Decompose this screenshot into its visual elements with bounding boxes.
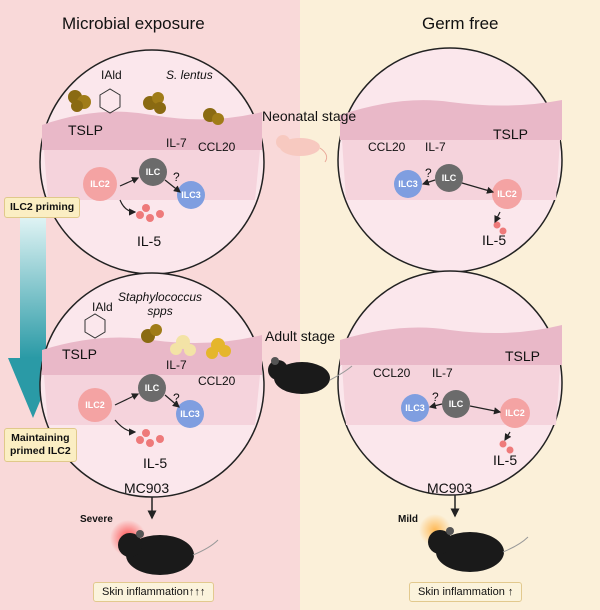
il7-label-top-left: IL-7 [166,136,187,150]
iald-label-bottom: IAld [92,300,113,314]
il5-label-top-right: IL-5 [482,232,507,248]
ilc3-cell-top-right: ILC3 [398,179,418,189]
ilc-cell-top-left: ILC [145,167,161,177]
ccl20-label-top-left: CCL20 [198,140,236,154]
il5-label-bottom-left: IL-5 [143,455,168,471]
severe-mouse [110,520,219,575]
signal-arrows [114,177,512,442]
tslp-label-bottom-right: TSLP [505,348,541,364]
ilc-cell-bottom-left: ILC [144,383,160,393]
ilc2-cell-top-left: ILC2 [90,179,110,189]
mc903-arrows [147,495,460,520]
ccl20-label-bottom-right: CCL20 [373,366,411,380]
il7-label-bottom-right: IL-7 [432,366,453,380]
circle-top-right [337,47,563,273]
skin-inflammation-severe: Skin inflammation↑↑↑ [93,582,215,602]
severe-label: Severe [80,514,113,525]
question-bottom-left: ? [173,391,180,405]
il7-label-bottom-left: IL-7 [166,358,187,372]
ilc2-priming-tag: ILC2 priming [4,197,81,218]
tslp-label-top-left: TSLP [68,122,104,138]
question-top-left: ? [173,170,180,184]
neonatal-stage-label: Neonatal stage [262,108,357,124]
tslp-label-top-right: TSLP [493,126,529,142]
il5-label-bottom-right: IL-5 [493,452,518,468]
maintaining-primed-ilc2-tag: Maintaining primed ILC2 [4,428,77,462]
ilc2-cell-top-right: ILC2 [497,189,517,199]
ccl20-label-top-right: CCL20 [368,140,406,154]
skin-inflammation-mild: Skin inflammation ↑ [409,582,523,602]
ilc3-cell-bottom-right: ILC3 [405,403,425,413]
mild-label: Mild [398,514,418,525]
tslp-label-bottom-left: TSLP [62,346,98,362]
mc903-label-left: MC903 [124,480,170,496]
cells-top-right [394,164,522,235]
question-bottom-right: ? [432,390,439,404]
mc903-label-right: MC903 [427,480,473,496]
ilc-cell-top-right: ILC [441,173,457,183]
microbial-exposure-heading: Microbial exposure [62,14,205,33]
neonatal-mouse [276,135,328,163]
s-lentus-label: S. lentus [166,68,213,82]
question-top-right: ? [425,166,432,180]
germ-free-heading: Germ free [422,14,499,33]
microbe-clusters-bottom [84,313,231,359]
ilc2-cell-bottom-left: ILC2 [85,400,105,410]
ilc2-cell-bottom-right: ILC2 [505,408,525,418]
il5-label-top-left: IL-5 [137,233,162,249]
staphylococcus-label: Staphylococcus spps [118,290,203,318]
microbe-clusters-top [68,88,224,125]
circle-bottom-right [337,270,563,496]
ilc-cell-bottom-right: ILC [448,399,464,409]
il7-label-top-right: IL-7 [425,140,446,154]
cells-top-left [83,158,205,222]
adult-mouse [268,357,353,394]
cells-bottom-left [78,374,204,447]
cells-bottom-right [401,390,530,454]
ilc3-cell-top-left: ILC3 [181,190,201,200]
adult-stage-label: Adult stage [265,328,336,344]
ccl20-label-bottom-left: CCL20 [198,374,236,388]
mild-mouse [419,514,529,572]
ilc3-cell-bottom-left: ILC3 [180,409,200,419]
iald-label: IAld [101,68,122,82]
